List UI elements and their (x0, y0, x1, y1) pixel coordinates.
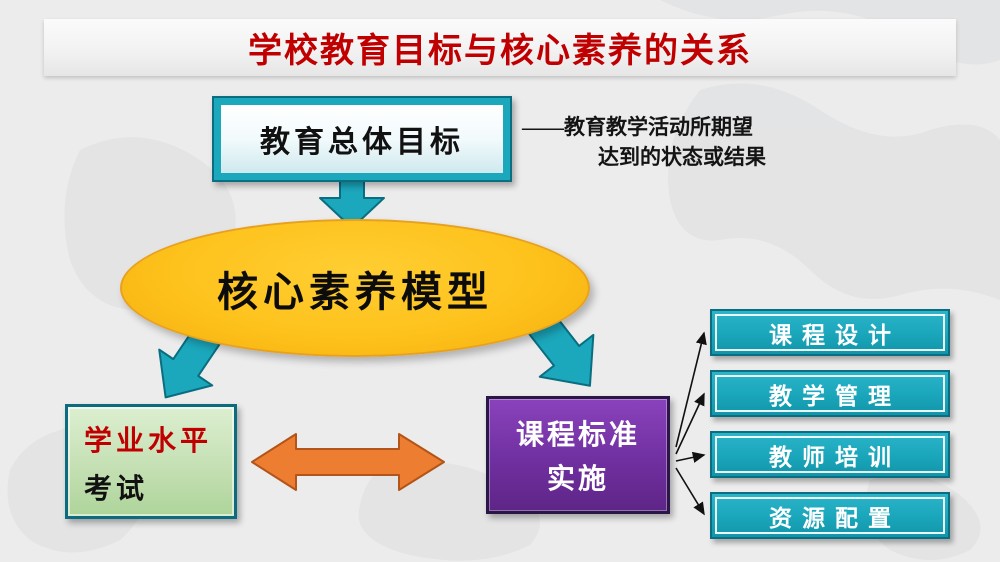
outcome-label: 资源配置 (769, 504, 901, 531)
connector-line (675, 392, 705, 455)
overall-goal-label: 教育总体目标 (260, 126, 464, 159)
goal-note-line1: ——教育教学活动所期望 (522, 115, 753, 139)
outcome-box-resource-allocation: 资源配置 (710, 492, 950, 539)
outcome-box-teacher-training: 教师培训 (710, 431, 950, 478)
overall-goal-box-inner: 教育总体目标 (221, 105, 503, 173)
academic-exam-line1: 学业水平 (84, 425, 213, 456)
academic-exam-line2: 考试 (84, 473, 149, 504)
overall-goal-box: 教育总体目标 (212, 96, 512, 182)
slide-title-bar: 学校教育目标与核心素养的关系 (44, 19, 956, 76)
outcome-box-curriculum-design: 课程设计 (710, 309, 950, 356)
connector-line (675, 331, 707, 448)
outcome-label: 课程设计 (769, 321, 901, 348)
outcome-label: 教学管理 (769, 382, 901, 409)
double-arrow (251, 433, 445, 491)
connector-line (675, 451, 706, 463)
goal-note: ——教育教学活动所期望 达到的状态或结果 (522, 112, 868, 173)
down-left-arrow (158, 326, 221, 399)
curriculum-implementation-line2: 实施 (546, 463, 609, 494)
curriculum-implementation-box: 课程标准 实施 (486, 396, 670, 514)
connector-line (675, 467, 705, 516)
curriculum-implementation-line1: 课程标准 (515, 419, 640, 450)
academic-exam-box: 学业水平 考试 (65, 404, 237, 519)
core-competency-label: 核心素养模型 (217, 269, 493, 315)
core-competency-ellipse: 核心素养模型 (120, 219, 590, 357)
slide-title: 学校教育目标与核心素养的关系 (248, 32, 752, 70)
outcome-label: 教师培训 (769, 443, 901, 470)
down-arrow (319, 179, 385, 229)
outcome-box-teaching-management: 教学管理 (710, 370, 950, 417)
goal-note-line2: 达到的状态或结果 (598, 145, 766, 170)
